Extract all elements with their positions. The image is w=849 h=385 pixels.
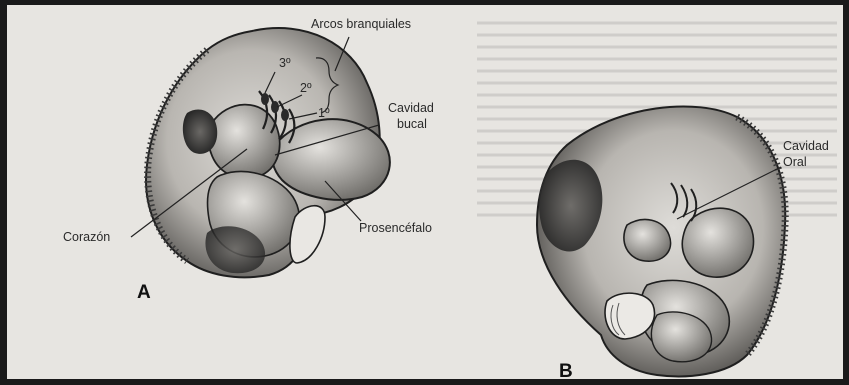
panel-label-b: B (559, 365, 573, 379)
embryo-b (537, 106, 785, 376)
panel-label-a: A (137, 286, 151, 300)
label-cavidad-oral-1: Cavidad (783, 139, 829, 153)
label-arch-1: 1º (318, 106, 330, 120)
label-cavidad-bucal-2: bucal (397, 117, 427, 131)
label-arcos-branquiales: Arcos branquiales (311, 17, 411, 31)
embryo-a (146, 28, 390, 277)
label-arch-2: 2º (300, 81, 312, 95)
label-prosencefalo: Prosencéfalo (359, 221, 432, 235)
embryo-illustration (7, 5, 843, 379)
label-corazon: Corazón (63, 230, 110, 244)
label-arch-3: 3º (279, 56, 291, 70)
label-cavidad-oral-2: Oral (783, 155, 807, 169)
label-cavidad-bucal-1: Cavidad (388, 101, 434, 115)
textbook-page: Arcos branquiales 3º 2º 1º Cavidad bucal… (7, 5, 843, 379)
